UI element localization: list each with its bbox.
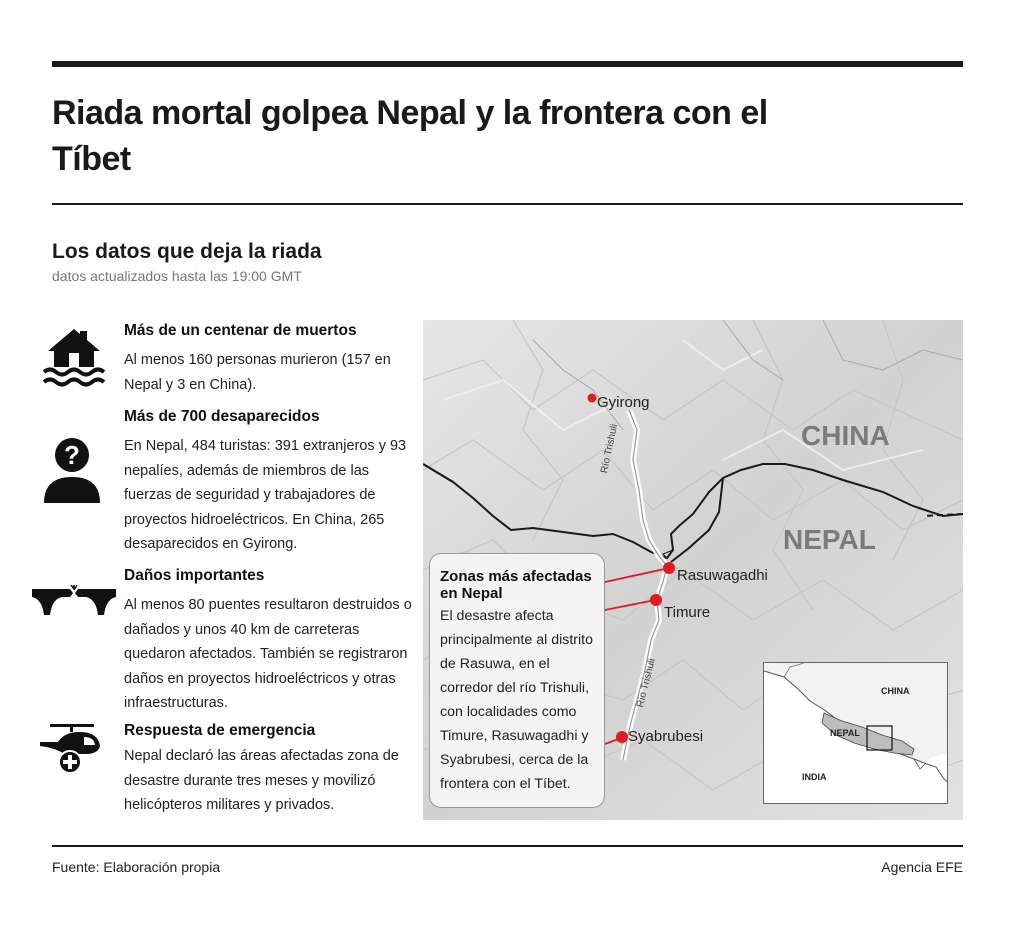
fact-missing: Más de 700 desaparecidos En Nepal, 484 t… [124, 406, 414, 557]
fact-deaths: Más de un centenar de muertos Al menos 1… [124, 320, 414, 397]
callout-text: El desastre afecta principalmente al dis… [440, 608, 593, 792]
medical-helicopter-icon [40, 724, 100, 774]
inset-highlight-box [866, 725, 893, 751]
label-nepal: NEPAL [783, 524, 876, 555]
inset-label-nepal: NEPAL [830, 728, 860, 738]
fact-text: Nepal declaró las áreas afectadas zona d… [124, 748, 399, 813]
missing-person-icon: ? [44, 438, 100, 503]
svg-text:?: ? [64, 440, 80, 470]
top-rule [52, 61, 963, 67]
callout-title: Zonas más afectadas en Nepal [440, 568, 592, 602]
headline-rule [52, 203, 963, 205]
marker-rasuwagadhi [663, 562, 675, 574]
inset-label-india: INDIA [802, 772, 827, 782]
footer-rule [52, 845, 963, 847]
inset-label-china: CHINA [881, 686, 910, 696]
label-syabrubesi: Syabrubesi [628, 728, 704, 745]
label-timure: Timure [664, 604, 711, 621]
inset-map: CHINA NEPAL INDIA [763, 662, 948, 804]
headline: Riada mortal golpea Nepal y la frontera … [52, 94, 768, 178]
fact-title: Más de 700 desaparecidos [124, 408, 320, 425]
marker-timure [650, 594, 662, 606]
source-note: Fuente: Elaboración propia [52, 859, 221, 875]
fact-title: Más de un centenar de muertos [124, 322, 357, 339]
fact-emergency: Respuesta de emergencia Nepal declaró la… [124, 720, 414, 818]
marker-gyirong [587, 393, 597, 403]
fact-text: En Nepal, 484 turistas: 391 extranjeros … [124, 438, 407, 552]
section-subtitle: datos actualizados hasta las 19:00 GMT [52, 268, 302, 284]
fact-damage: Daños importantes Al menos 80 puentes re… [124, 565, 414, 716]
fact-text: Al menos 80 puentes resultaron destruido… [124, 597, 412, 711]
label-rasuwagadhi: Rasuwagadhi [677, 567, 768, 584]
label-china: CHINA [801, 420, 890, 451]
fact-title: Respuesta de emergencia [124, 722, 316, 739]
fact-text: Al menos 160 personas murieron (157 en N… [124, 352, 391, 393]
label-gyirong: Gyirong [597, 394, 650, 411]
fact-title: Daños importantes [124, 567, 265, 584]
agency-credit: Agencia EFE [881, 859, 963, 875]
affected-zones-callout: Zonas más afectadas en Nepal El desastre… [429, 553, 605, 808]
inset-map-shapes [764, 663, 947, 803]
broken-bridge-icon [32, 585, 116, 615]
section-title: Los datos que deja la riada [52, 240, 322, 263]
marker-syabrubesi [616, 731, 628, 743]
flooded-house-icon [42, 329, 106, 387]
